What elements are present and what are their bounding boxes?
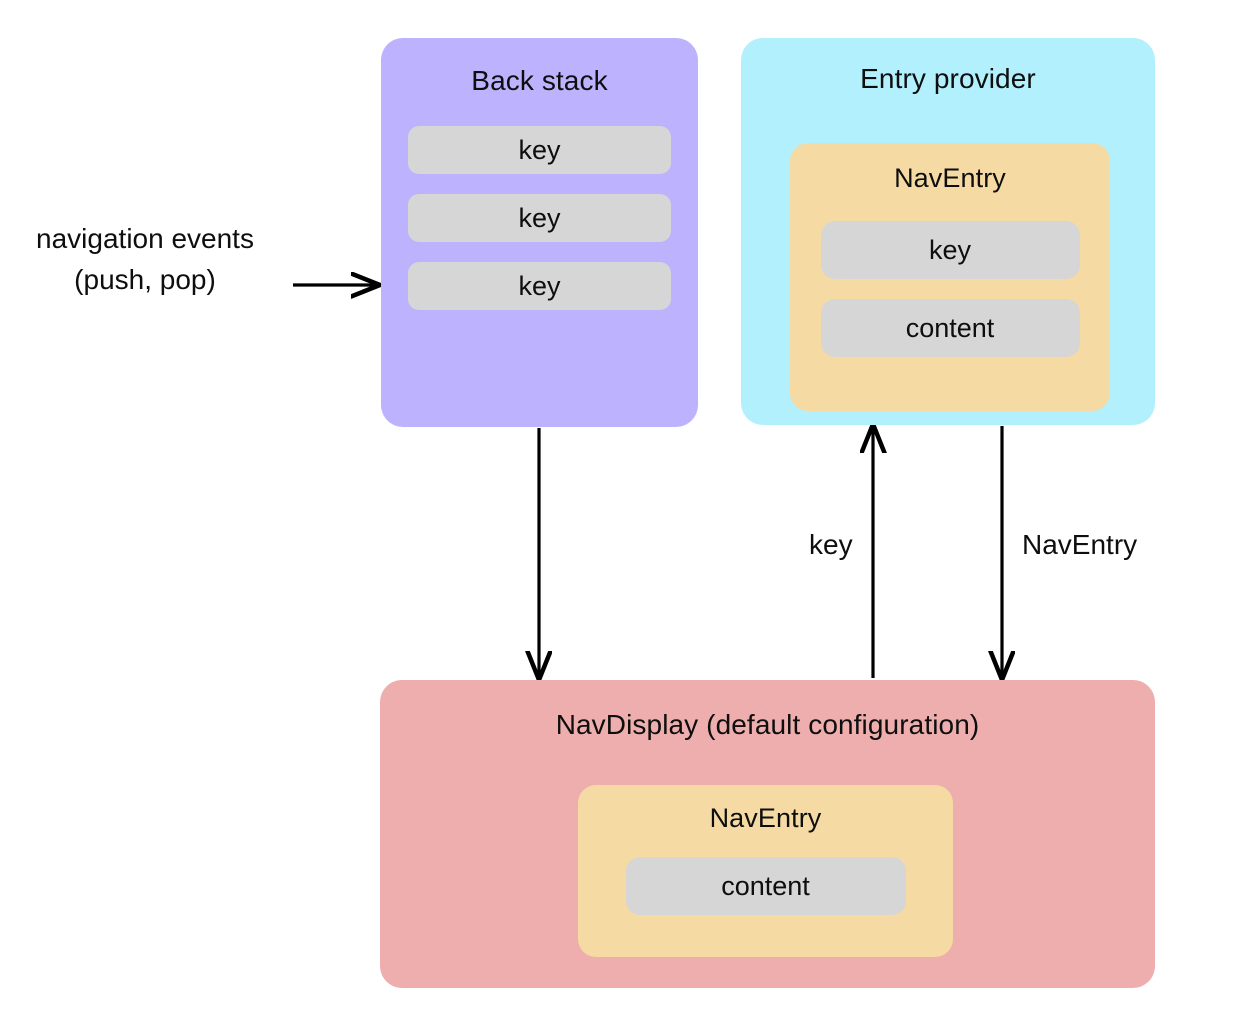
back-stack-chip-list: key key key — [381, 126, 698, 310]
arrow-label-key: key — [809, 529, 853, 560]
back-stack-key-chip: key — [408, 262, 671, 310]
entry-provider-nav-entry-box: NavEntry key content — [790, 143, 1110, 411]
entry-provider-nav-entry-chip-list: key content — [790, 221, 1110, 357]
entry-provider-title: Entry provider — [860, 63, 1036, 94]
nav-display-panel: NavDisplay (default configuration) NavEn… — [380, 680, 1155, 988]
back-stack-panel: Back stack key key key — [381, 38, 698, 427]
nav-display-content-chip: content — [625, 857, 906, 915]
back-stack-key-chip: key — [408, 194, 671, 242]
navigation-events-line-2: (push, pop) — [74, 264, 216, 295]
entry-provider-nav-entry-title: NavEntry — [894, 163, 1006, 193]
nav-display-nav-entry-chip-list: content — [578, 857, 953, 915]
back-stack-title: Back stack — [471, 65, 608, 96]
nav-display-nav-entry-box: NavEntry content — [578, 785, 953, 957]
nav-display-nav-entry-title: NavEntry — [709, 803, 822, 833]
navigation-events-label: navigation events (push, pop) — [10, 218, 280, 300]
arrow-label-nav-entry: NavEntry — [1022, 529, 1138, 560]
entry-provider-content-chip: content — [820, 299, 1080, 357]
entry-provider-key-chip: key — [820, 221, 1080, 279]
entry-provider-panel: Entry provider NavEntry key content — [741, 38, 1155, 425]
nav-display-title: NavDisplay (default configuration) — [555, 709, 980, 740]
navigation-events-line-1: navigation events — [36, 223, 254, 254]
back-stack-key-chip: key — [408, 126, 671, 174]
